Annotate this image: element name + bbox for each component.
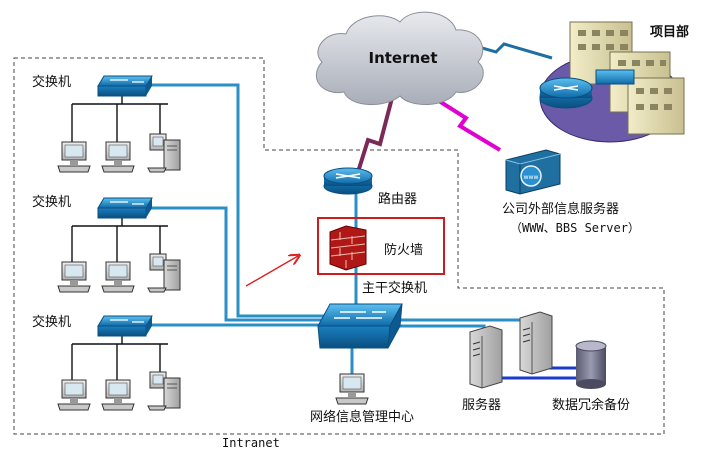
- server-icon: [469, 325, 503, 389]
- switch-tree-lines: [71, 96, 168, 380]
- red-arrow: [245, 256, 298, 287]
- internet-label: Internet: [368, 49, 437, 67]
- external-server-sublabel: （WWW、BBS Server）: [510, 221, 640, 235]
- internet-cloud-icon: [316, 11, 484, 106]
- switch-icon-1: [97, 75, 153, 97]
- external-server-label: 公司外部信息服务器: [502, 201, 619, 217]
- switch-label-2: 交换机: [32, 194, 71, 210]
- project-dept-label: 项目部: [650, 24, 689, 40]
- router-icon: [323, 167, 373, 195]
- server-icon: [519, 311, 553, 375]
- intranet-label: Intranet: [222, 436, 280, 450]
- router-label: 路由器: [378, 191, 417, 207]
- pc-icon: [57, 141, 91, 173]
- storage-disk-icon: [575, 340, 607, 389]
- firewall-label: 防火墙: [384, 242, 423, 258]
- internet-external-server-link: [426, 92, 502, 152]
- workstation-icon: [147, 133, 181, 173]
- pc-icon: [57, 261, 91, 293]
- switch-label-1: 交换机: [32, 74, 71, 90]
- pc-icon: [101, 141, 135, 173]
- core-switch-label: 主干交换机: [362, 280, 427, 296]
- firewall-frame: [317, 217, 445, 275]
- pc-icon: [57, 379, 91, 411]
- pc-icon: [101, 261, 135, 293]
- nmc-label: 网络信息管理中心: [310, 409, 414, 425]
- nmc-pc-icon: [335, 373, 369, 405]
- svg-text:www: www: [524, 174, 539, 181]
- router-internet-link: [356, 97, 394, 173]
- server-label: 服务器: [462, 397, 501, 413]
- backup-label: 数据冗余备份: [552, 397, 630, 413]
- workstation-icon: [147, 253, 181, 293]
- workstation-icon: [147, 371, 181, 411]
- switch-icon-3: [97, 315, 153, 337]
- core-switch-icon: [317, 303, 403, 349]
- switch-label-3: 交换机: [32, 314, 71, 330]
- external-server-icon: www: [505, 149, 561, 195]
- pc-icon: [101, 379, 135, 411]
- firewall-icon: [329, 225, 367, 271]
- intranet-boundary: [13, 57, 665, 435]
- switch-icon-2: [97, 197, 153, 219]
- project-dept-icon: [539, 21, 685, 143]
